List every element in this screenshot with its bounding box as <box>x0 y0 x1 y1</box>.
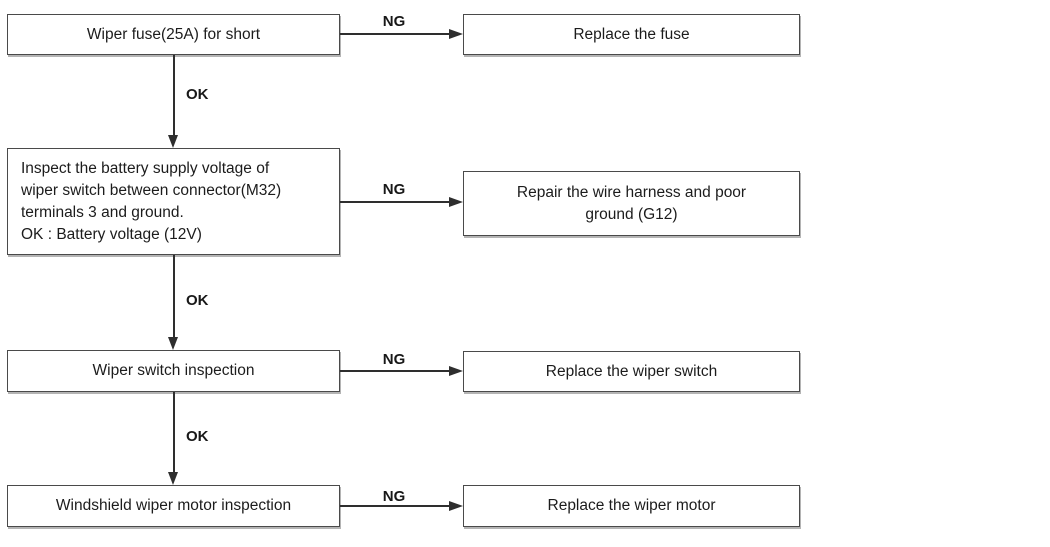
step-box-wiper-switch: Wiper switch inspection <box>7 350 340 392</box>
step-box-wiper-fuse: Wiper fuse(25A) for short <box>7 14 340 55</box>
action-box-replace-fuse-label: Replace the fuse <box>573 25 690 43</box>
ng-arrow-line-1 <box>340 33 452 35</box>
ok-arrow-line-2 <box>173 255 175 338</box>
ok-label-1: OK <box>186 86 209 103</box>
ng-arrowhead-icon-3 <box>449 366 463 376</box>
ok-arrowhead-icon-1 <box>168 135 178 148</box>
ok-label-2: OK <box>186 292 209 309</box>
ng-label-4: NG <box>382 488 406 505</box>
action-box-replace-fuse: Replace the fuse <box>463 14 800 55</box>
step-box-battery-voltage-label: Inspect the battery supply voltage of wi… <box>21 159 282 243</box>
ok-arrow-line-1 <box>173 55 175 136</box>
step-box-wiper-switch-label: Wiper switch inspection <box>92 362 255 379</box>
ng-arrow-line-3 <box>340 370 452 372</box>
step-box-battery-voltage: Inspect the battery supply voltage of wi… <box>7 148 340 255</box>
ok-label-3: OK <box>186 428 209 445</box>
ok-arrowhead-icon-3 <box>168 472 178 485</box>
ng-arrowhead-icon-2 <box>449 197 463 207</box>
step-box-wiper-motor-label: Windshield wiper motor inspection <box>55 497 292 514</box>
ng-label-3: NG <box>382 351 406 368</box>
ok-arrow-line-3 <box>173 392 175 473</box>
action-box-replace-motor-label: Replace the wiper motor <box>547 497 716 514</box>
ng-label-2: NG <box>382 181 406 198</box>
ng-arrow-line-2 <box>340 201 452 203</box>
action-box-replace-motor: Replace the wiper motor <box>463 485 800 527</box>
step-box-wiper-motor: Windshield wiper motor inspection <box>7 485 340 527</box>
ng-arrowhead-icon-1 <box>449 29 463 39</box>
ng-arrow-line-4 <box>340 505 452 507</box>
ok-arrowhead-icon-2 <box>168 337 178 350</box>
ng-arrowhead-icon-4 <box>449 501 463 511</box>
action-box-repair-harness: Repair the wire harness and poor ground … <box>463 171 800 236</box>
step-box-wiper-fuse-label: Wiper fuse(25A) for short <box>86 25 261 43</box>
ng-label-1: NG <box>382 13 406 30</box>
action-box-replace-switch: Replace the wiper switch <box>463 351 800 392</box>
action-box-repair-harness-label: Repair the wire harness and poor ground … <box>516 183 747 223</box>
action-box-replace-switch-label: Replace the wiper switch <box>545 362 718 380</box>
